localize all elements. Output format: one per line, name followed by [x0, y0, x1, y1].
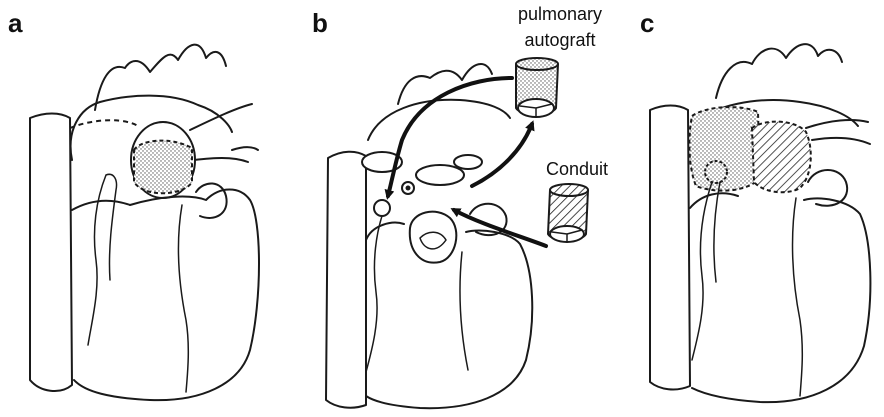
arrow-harvest-autograft: [472, 124, 532, 186]
aorta-a: [30, 114, 72, 392]
right-atrium-a: [196, 183, 227, 218]
great-vessels-b: [398, 64, 492, 104]
arrow-conduit-to-pulmonary-position: [454, 210, 546, 246]
pulmonary-stump-b: [416, 165, 464, 185]
pulmonary-branch-a: [190, 104, 258, 162]
aorta-c: [650, 106, 690, 390]
aortic-transection-a: [70, 120, 138, 128]
autograft-label-line2: autograft: [524, 30, 595, 50]
conduit-label: Conduit: [546, 159, 608, 179]
aorta-b: [326, 152, 366, 408]
coronary-button-dot-b: [406, 186, 411, 191]
great-vessels-c: [716, 44, 842, 98]
lad-b: [460, 252, 468, 370]
panel-label-b: b: [312, 8, 328, 38]
conduit-in-pulmonary-position: [752, 122, 811, 193]
autograft-top-rim: [516, 58, 558, 70]
conduit-cylinder: [548, 184, 588, 242]
panel-b: b pulmonary autograft Conduit: [312, 4, 608, 408]
autograft-label-line1: pulmonary: [518, 4, 602, 24]
coronary-ostium-b: [374, 200, 390, 216]
coronary-button-c: [705, 161, 727, 183]
panel-c: c: [640, 8, 870, 402]
autograft-region-a: [134, 141, 192, 194]
heart-body-a: [72, 190, 259, 401]
panel-label-a: a: [8, 8, 23, 38]
autograft-cylinder: [516, 58, 558, 117]
pa-branch-b: [454, 155, 482, 169]
heart-body-c: [690, 193, 870, 402]
panel-a: a: [8, 8, 259, 400]
panel-label-c: c: [640, 8, 654, 38]
conduit-top-rim: [550, 184, 588, 196]
aortic-arch-b: [368, 100, 510, 140]
right-atrium-c: [808, 170, 847, 206]
lad-c: [793, 198, 803, 396]
pulmonary-branch-c: [806, 120, 870, 144]
coronary-artery-c: [692, 182, 720, 360]
aortic-root-b: [410, 212, 457, 263]
great-vessels-a: [95, 45, 226, 110]
lad-a: [179, 205, 189, 392]
